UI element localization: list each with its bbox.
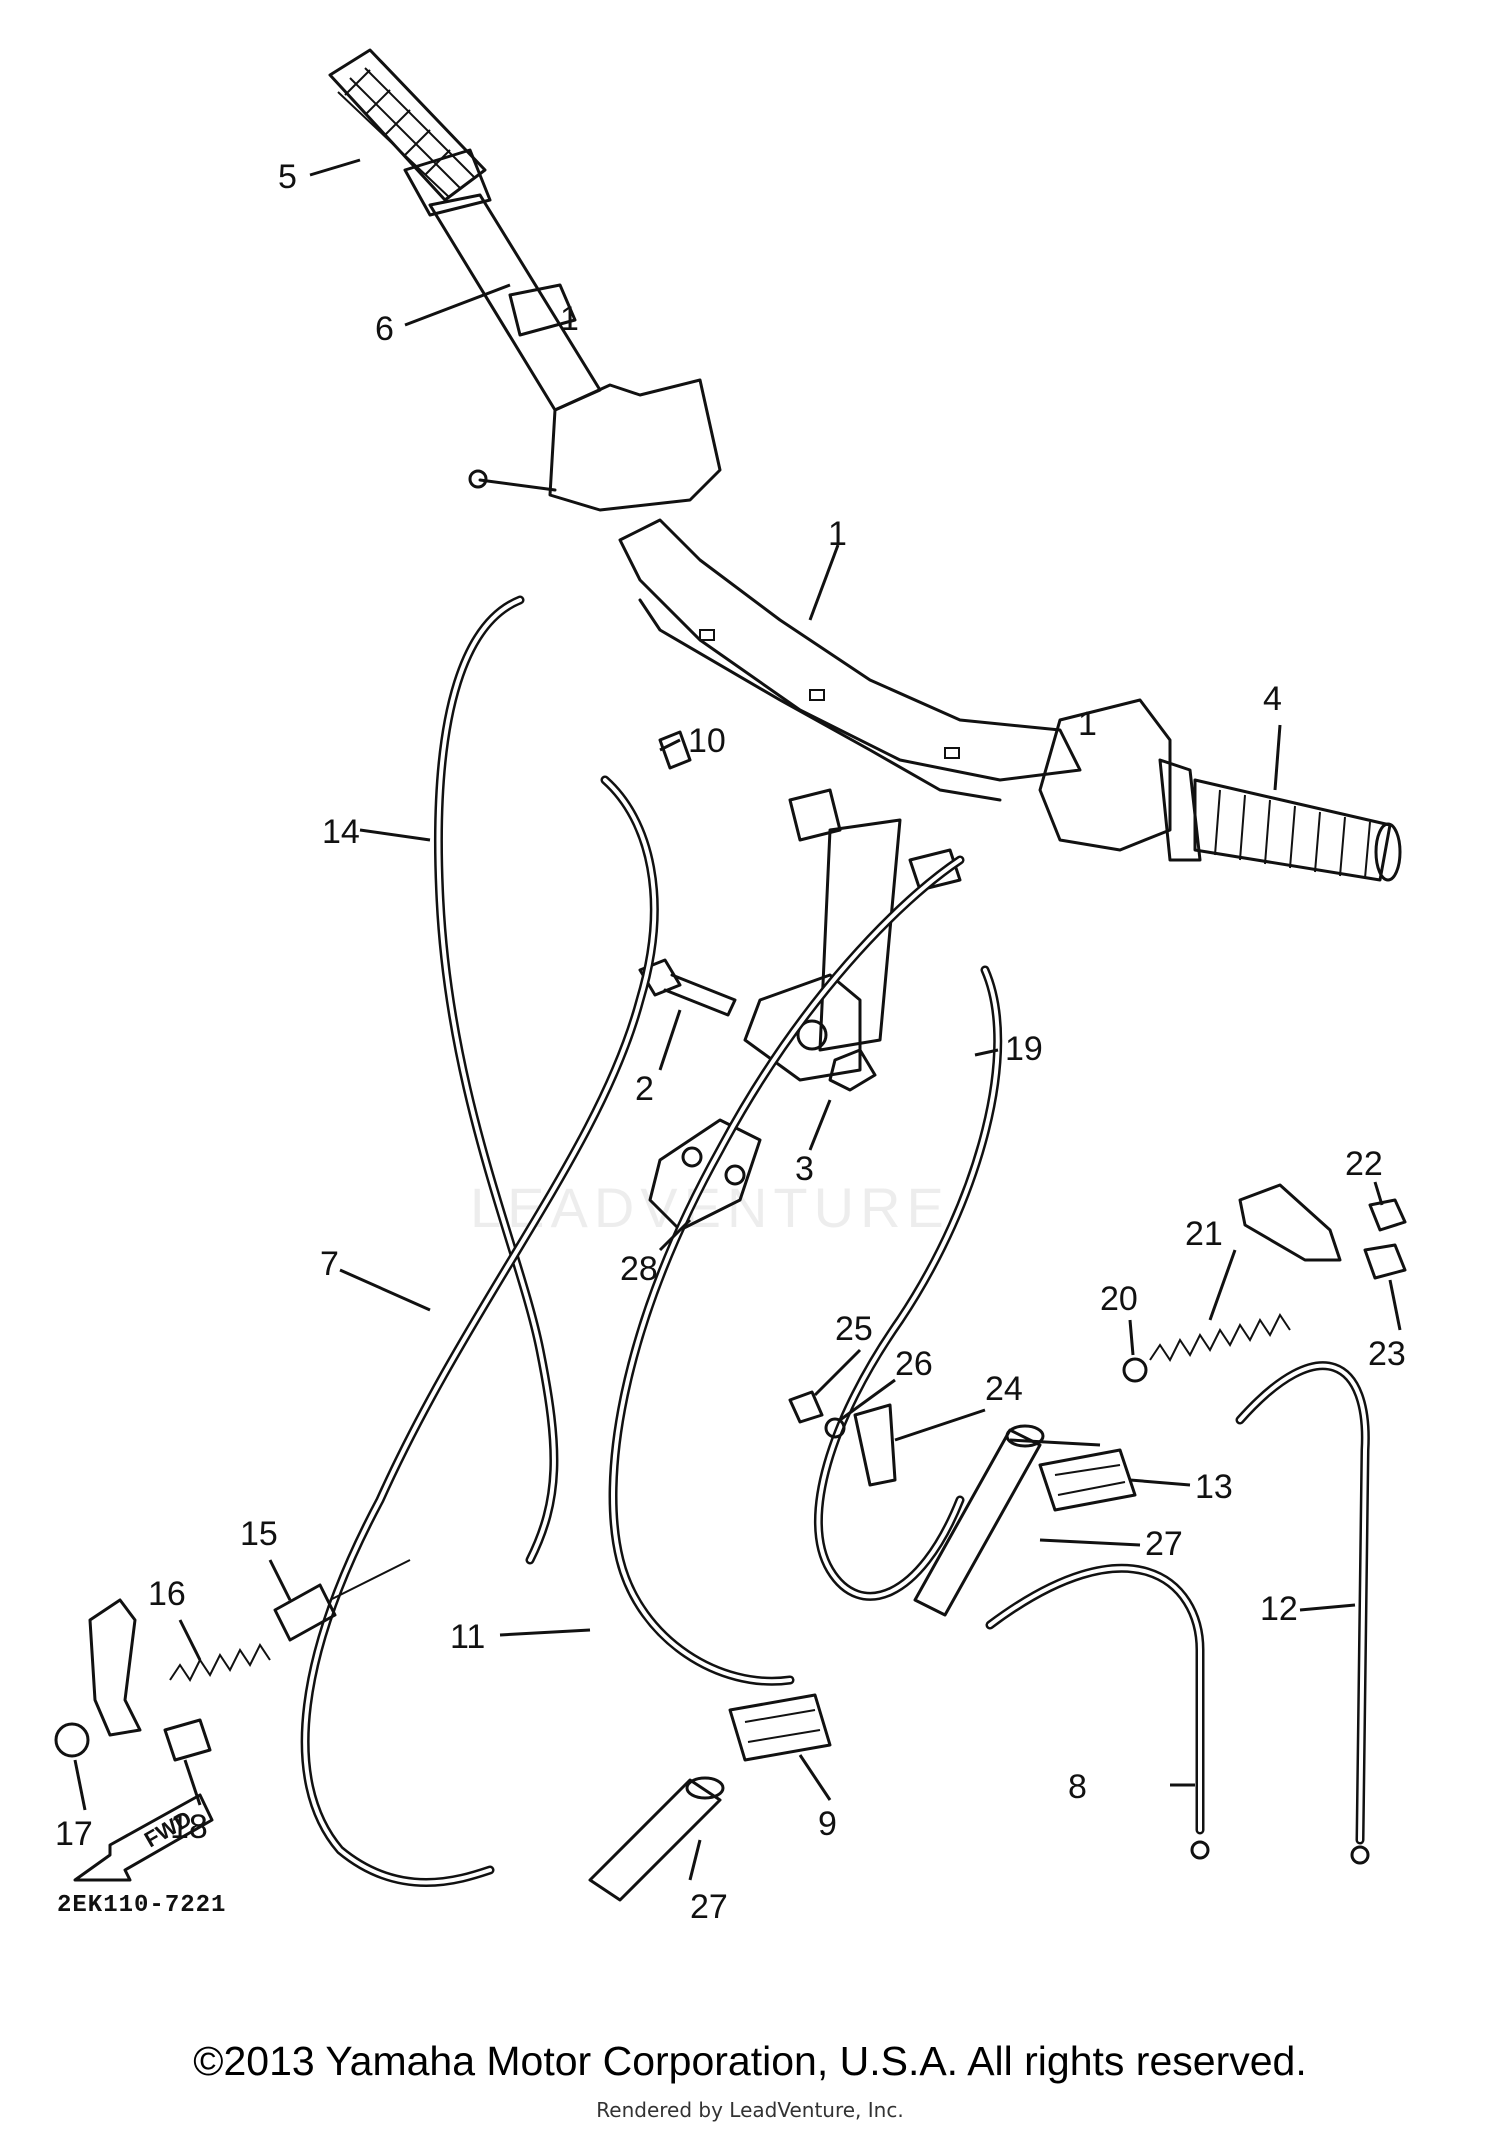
rendered-by-notice: Rendered by LeadVenture, Inc. [596, 2098, 904, 2122]
callout-23: 23 [1368, 1335, 1406, 1373]
callout-4: 4 [1263, 680, 1282, 718]
cable-part-8[interactable] [985, 1563, 1210, 1860]
handlebar-holder[interactable] [743, 788, 962, 1082]
cable-part-14[interactable] [433, 595, 559, 1565]
callout-28: 28 [620, 1250, 658, 1288]
callout-20: 20 [1100, 1280, 1138, 1318]
lever-right-small[interactable] [1238, 1183, 1342, 1262]
bolt-part-25[interactable] [788, 1390, 824, 1424]
cable-part-19[interactable] [814, 965, 1003, 1601]
spring-part-16[interactable] [169, 1643, 271, 1682]
callout-12: 12 [1260, 1590, 1298, 1628]
cable-part-11[interactable] [608, 855, 965, 1686]
callout-14: 14 [322, 813, 360, 851]
left-grip[interactable] [328, 48, 492, 217]
callout-11: 11 [450, 1618, 485, 1656]
rubber-boot-part-27-lower[interactable] [588, 1776, 725, 1902]
cable-part-7[interactable] [300, 775, 659, 1887]
callout-16: 16 [148, 1575, 186, 1613]
pin-part-18[interactable] [163, 1718, 212, 1762]
right-switch-housing[interactable] [1038, 698, 1172, 852]
holder-block-part-28[interactable] [648, 1118, 762, 1232]
callout-22: 22 [1345, 1145, 1383, 1183]
callout-1-left: 1 [560, 300, 579, 338]
nut-part-22[interactable] [1368, 1198, 1407, 1232]
washer-part-26[interactable] [824, 1417, 846, 1439]
nut-part-3[interactable] [828, 1048, 877, 1092]
washer-part-17[interactable] [54, 1722, 90, 1758]
callout-1-right: 1 [1078, 705, 1097, 743]
lever-left-small[interactable] [88, 1598, 142, 1737]
bracket-part-24[interactable] [853, 1403, 897, 1487]
cable-part-12[interactable] [1235, 1361, 1370, 1865]
rubber-boot-part-27-upper[interactable] [913, 1424, 1045, 1617]
callout-6: 6 [375, 310, 394, 348]
callout-3: 3 [795, 1150, 814, 1188]
callout-18: 18 [170, 1808, 208, 1846]
cable-guide-part-13[interactable] [1038, 1448, 1137, 1512]
cable-guide-part-9[interactable] [728, 1693, 832, 1762]
callout-26: 26 [895, 1345, 933, 1383]
callout-15: 15 [240, 1515, 278, 1553]
leader-lines [73, 158, 1402, 1881]
callout-8: 8 [1068, 1768, 1087, 1806]
callout-21: 21 [1185, 1215, 1223, 1253]
callout-13: 13 [1195, 1468, 1233, 1506]
spring-part-21[interactable] [1149, 1313, 1291, 1362]
callout-27-lower: 27 [690, 1888, 728, 1926]
callout-17: 17 [55, 1815, 93, 1853]
left-lever-bracket[interactable] [468, 378, 722, 512]
drawing-code: 2EK110-7221 [57, 1892, 227, 1919]
callout-19: 19 [1005, 1030, 1043, 1068]
callout-9: 9 [818, 1805, 837, 1843]
washer-part-20[interactable] [1122, 1357, 1148, 1383]
pin-part-23[interactable] [1363, 1243, 1407, 1280]
handlebar-cable-exploded-diagram: FWD 5 6 1 4 [54, 48, 1407, 1926]
callout-5: 5 [278, 158, 297, 196]
callout-7: 7 [320, 1245, 339, 1283]
leadventure-watermark: LEADVENTURE [470, 1176, 950, 1239]
callout-2: 2 [635, 1070, 654, 1108]
callout-1-main: 1 [828, 515, 847, 553]
bolt-part-10[interactable] [658, 730, 692, 770]
callout-10: 10 [688, 722, 726, 760]
callout-24: 24 [985, 1370, 1023, 1408]
right-grip[interactable] [1158, 758, 1402, 882]
bolt-part-2[interactable] [638, 958, 737, 1017]
callout-labels: 5 6 1 4 10 14 2 3 19 28 7 21 20 22 23 25… [55, 158, 1406, 1926]
callout-27-upper: 27 [1145, 1525, 1183, 1563]
copyright-notice: ©2013 Yamaha Motor Corporation, U.S.A. A… [193, 2038, 1307, 2084]
handlebar-main[interactable] [618, 518, 1082, 802]
callout-25: 25 [835, 1310, 873, 1348]
adjuster-part-15[interactable] [273, 1559, 411, 1642]
